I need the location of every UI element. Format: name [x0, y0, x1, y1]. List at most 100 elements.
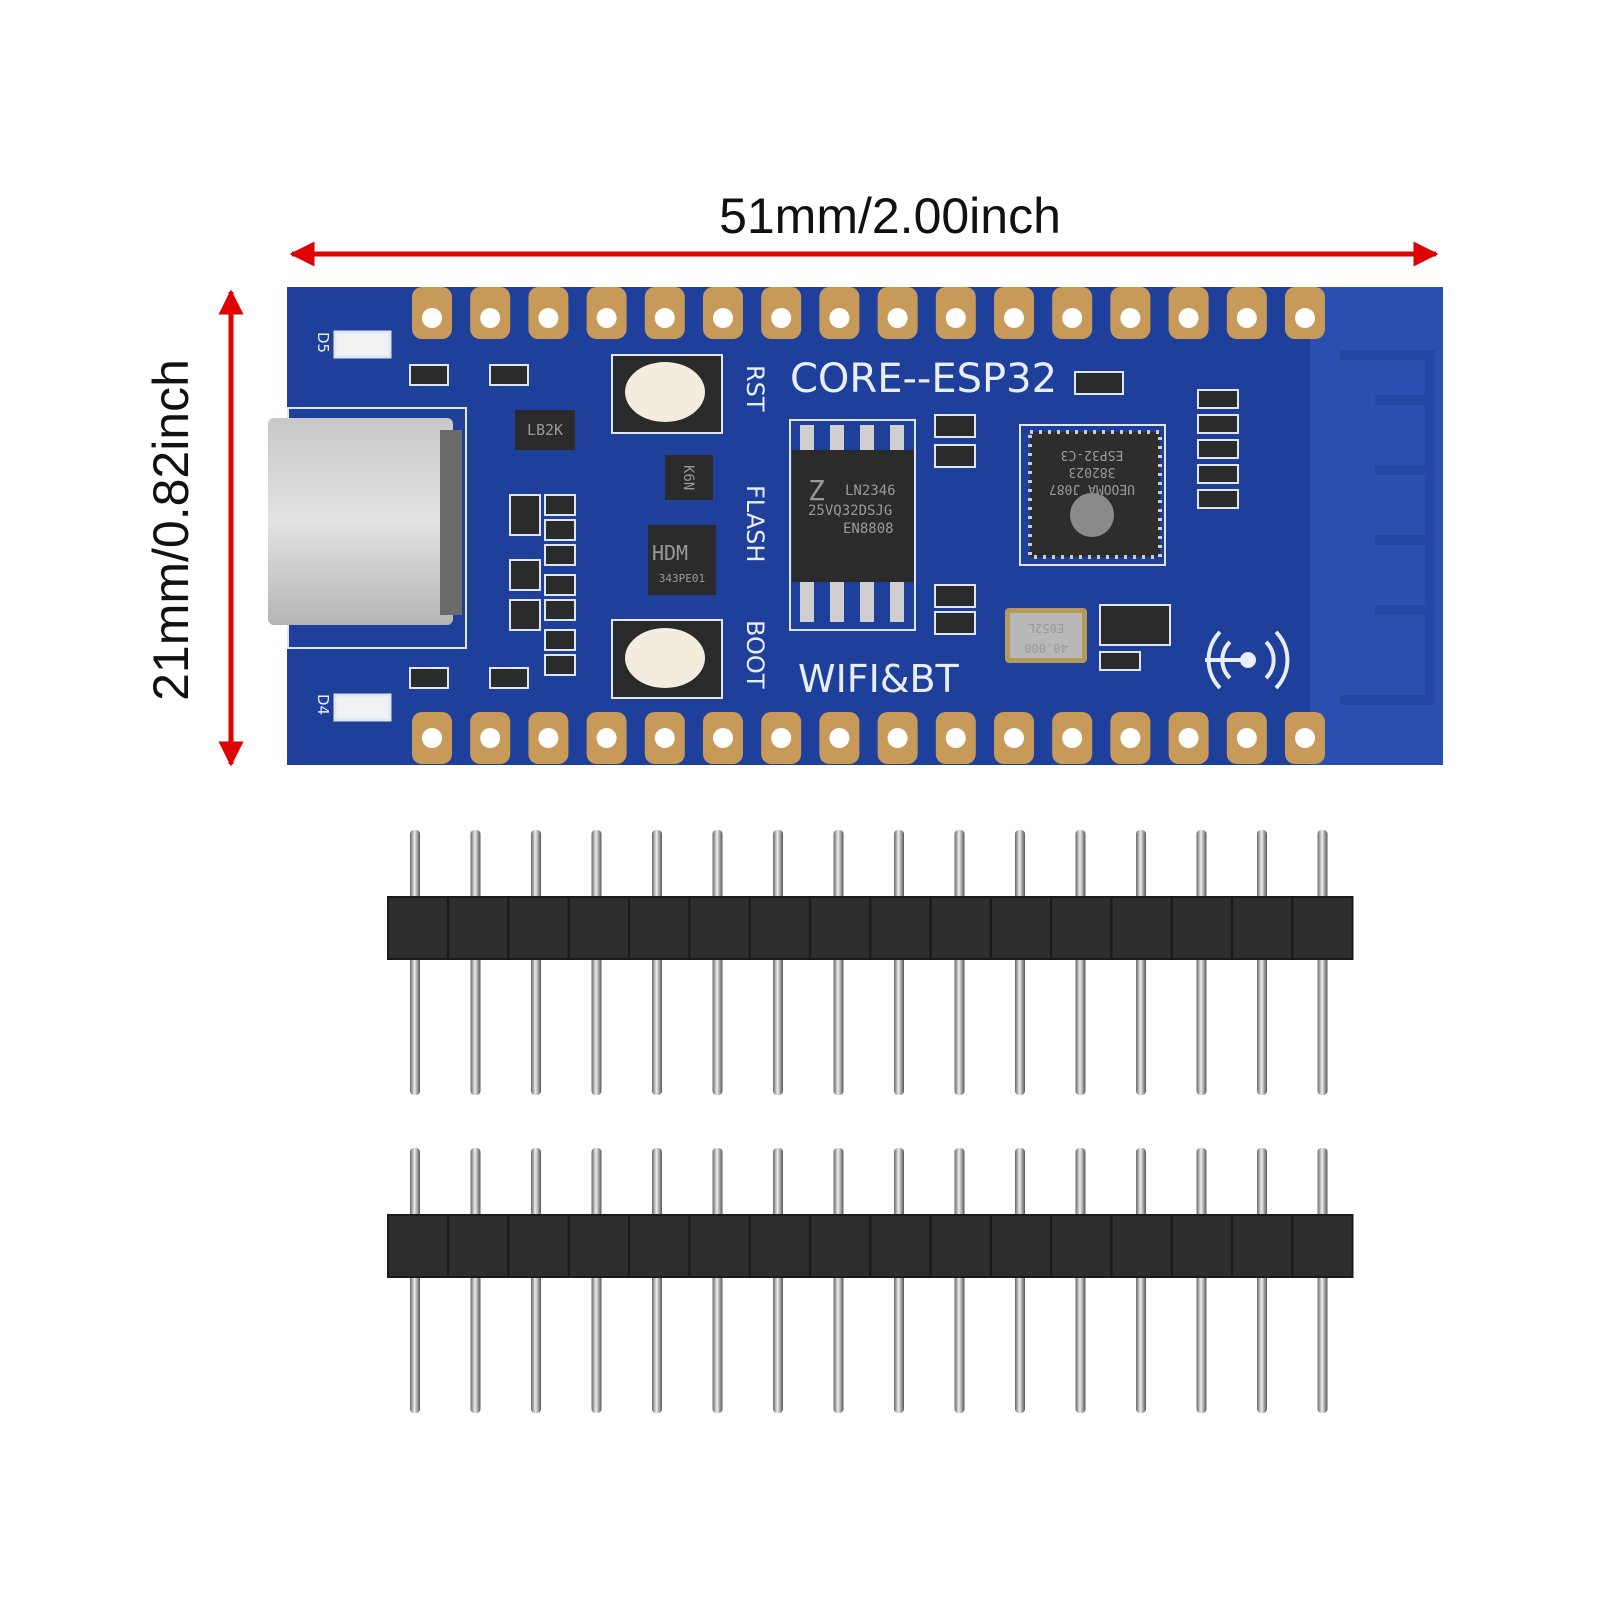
header-pin [410, 830, 420, 1095]
castellated-pad [1226, 287, 1267, 339]
header-housing-segment [869, 896, 932, 960]
pin-header [387, 1148, 1354, 1413]
header-housing-segment [1231, 1214, 1294, 1278]
header-pin [773, 1148, 783, 1413]
header-pin [1136, 1148, 1146, 1413]
header-housing-segment [688, 1214, 751, 1278]
header-pin [1196, 830, 1207, 1095]
mcu-marking-3: ESP32-C3 [1061, 447, 1124, 462]
header-housing-segment [990, 1214, 1052, 1278]
esp32-board: D5 D4 LB2K RST BOOT FLASH K6N [268, 287, 1443, 765]
header-pin [1317, 1148, 1328, 1413]
reset-button[interactable] [611, 354, 723, 434]
header-pin [1317, 830, 1328, 1095]
castellated-pad [935, 712, 976, 764]
header-pin [410, 1148, 420, 1413]
header-pin [1015, 830, 1025, 1095]
castellated-pad [1052, 287, 1093, 339]
castellated-pad [412, 712, 452, 764]
wireless-label: WIFI&BT [798, 657, 960, 701]
header-housing-segment [1170, 1214, 1233, 1278]
header-pin [833, 1148, 844, 1413]
header-housing-segment [1170, 896, 1233, 960]
header-pin [712, 830, 723, 1095]
header-housing-segment [1110, 1214, 1173, 1278]
antenna-area [1310, 287, 1443, 765]
castellated-pad [703, 712, 743, 764]
header-housing-segment [387, 896, 449, 960]
regulator-chip [515, 410, 575, 450]
header-housing-segment [748, 1214, 811, 1278]
header-housing-segment [628, 896, 691, 960]
mcu-marking-1: UEOOMA J087 [1049, 481, 1135, 496]
header-pin [833, 830, 844, 1095]
pin-headers [387, 830, 1354, 1413]
width-dimension-label: 51mm/2.00inch [719, 188, 1061, 244]
top-pad-row [412, 287, 1325, 339]
led-d5 [333, 330, 392, 359]
castellated-pad [1226, 712, 1267, 764]
espressif-logo [1070, 493, 1114, 537]
castellated-pad [1285, 712, 1325, 764]
crystal-marking-1: E052L [1028, 621, 1064, 635]
header-pin [1257, 830, 1267, 1095]
header-housing-segment [990, 896, 1052, 960]
header-pin [591, 1148, 602, 1413]
header-pin [712, 1148, 723, 1413]
crystal: E052L 40.000 [1005, 608, 1087, 663]
castellated-pad [1110, 287, 1151, 339]
header-pin [531, 830, 541, 1095]
header-pin [470, 830, 481, 1095]
led-d4 [333, 693, 392, 722]
castellated-pad [528, 712, 569, 764]
castellated-pad [470, 287, 511, 339]
header-housing-segment [1231, 896, 1294, 960]
header-housing-segment [929, 1214, 992, 1278]
header-pin [954, 1148, 965, 1413]
castellated-pad [1052, 712, 1093, 764]
regulator-marking: LB2K [527, 421, 563, 439]
castellated-pad [1168, 712, 1209, 764]
header-housing-segment [688, 896, 751, 960]
header-pin [1257, 1148, 1267, 1413]
board-title: CORE--ESP32 [790, 356, 1057, 402]
flash-marking-1: LN2346 [845, 483, 896, 499]
boot-button[interactable] [611, 619, 723, 699]
header-housing-segment [1050, 896, 1113, 960]
header-pin [894, 1148, 904, 1413]
pcb-antenna-trace [1340, 350, 1435, 705]
height-dimension-label: 21mm/0.82inch [143, 359, 199, 701]
castellated-pad [470, 712, 511, 764]
castellated-pad [586, 712, 627, 764]
bottom-pad-row [412, 712, 1325, 764]
crystal-marking-2: 40.000 [1024, 641, 1067, 655]
mcu-marking-2: 382023 [1069, 464, 1116, 479]
header-pin [1136, 830, 1146, 1095]
header-pin [470, 1148, 481, 1413]
header-pin [652, 830, 662, 1095]
header-pin [1075, 1148, 1086, 1413]
header-housing-segment [869, 1214, 932, 1278]
reset-label: RST [741, 365, 769, 412]
castellated-pad [1110, 712, 1151, 764]
header-housing-segment [1291, 1214, 1354, 1278]
header-housing-segment [567, 1214, 630, 1278]
usb-ic-marking-2: 343PE01 [659, 572, 705, 585]
header-pin [1075, 830, 1086, 1095]
castellated-pad [761, 712, 802, 764]
pin-header [387, 830, 1354, 1095]
castellated-pad [644, 287, 685, 339]
castellated-pad [761, 287, 802, 339]
boot-label: BOOT [741, 620, 769, 689]
castellated-pad [644, 712, 685, 764]
flash-chip: Z LN2346 25VQ32DSJG EN8808 [789, 419, 916, 631]
header-pin [652, 1148, 662, 1413]
header-housing-segment [809, 1214, 872, 1278]
header-housing-segment [387, 1214, 449, 1278]
header-pin [954, 830, 965, 1095]
usb-ic-marking-1: HDM [652, 541, 688, 565]
header-housing-segment [447, 896, 510, 960]
castellated-pad [994, 712, 1034, 764]
castellated-pad [994, 287, 1034, 339]
